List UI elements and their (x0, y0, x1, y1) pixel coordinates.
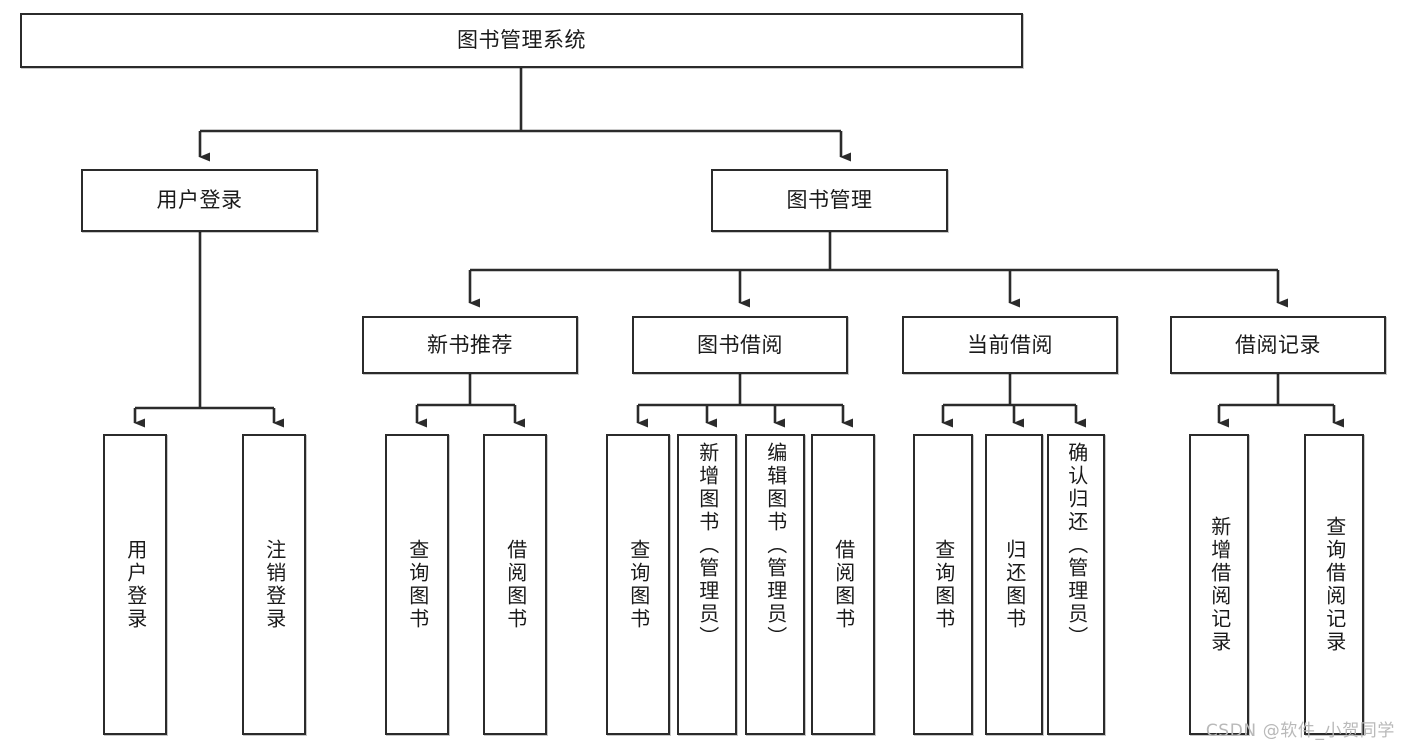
node-leaf-query-book-1[interactable]: 查询图书 (385, 434, 449, 735)
node-leaf-return-book-label: 归还图书 (1002, 538, 1027, 631)
node-new-book-recommend-label: 新书推荐 (427, 332, 513, 357)
node-book-manage-label: 图书管理 (786, 188, 873, 213)
node-root-label: 图书管理系统 (457, 28, 586, 53)
node-leaf-user-logout[interactable]: 注销登录 (242, 434, 306, 735)
node-leaf-query-book-3[interactable]: 查询图书 (913, 434, 973, 735)
node-leaf-query-book-3-label: 查询图书 (931, 538, 956, 631)
node-leaf-borrow-book-1-label: 借阅图书 (503, 538, 528, 631)
node-borrow-record[interactable]: 借阅记录 (1170, 316, 1386, 374)
node-leaf-add-book[interactable]: 新增图书（管理员） (677, 434, 737, 735)
node-leaf-confirm-return-label: 确认归还（管理员） (1064, 442, 1089, 649)
node-leaf-borrow-book-1[interactable]: 借阅图书 (483, 434, 547, 735)
node-book-borrow[interactable]: 图书借阅 (632, 316, 848, 374)
node-leaf-query-book-1-label: 查询图书 (405, 538, 430, 631)
node-user-login[interactable]: 用户登录 (81, 169, 318, 232)
node-leaf-borrow-book-2-label: 借阅图书 (831, 538, 856, 631)
node-book-borrow-label: 图书借阅 (697, 332, 783, 357)
node-borrow-record-label: 借阅记录 (1235, 332, 1321, 357)
node-leaf-query-book-2-label: 查询图书 (626, 538, 651, 631)
node-leaf-return-book[interactable]: 归还图书 (985, 434, 1043, 735)
node-leaf-confirm-return[interactable]: 确认归还（管理员） (1047, 434, 1105, 735)
node-new-book-recommend[interactable]: 新书推荐 (362, 316, 578, 374)
node-leaf-borrow-book-2[interactable]: 借阅图书 (811, 434, 875, 735)
node-leaf-query-book-2[interactable]: 查询图书 (606, 434, 670, 735)
node-root[interactable]: 图书管理系统 (20, 13, 1023, 68)
node-book-manage[interactable]: 图书管理 (711, 169, 948, 232)
node-current-borrow-label: 当前借阅 (967, 332, 1053, 357)
csdn-watermark: CSDN @软件_小贺同学 (1205, 721, 1395, 741)
node-user-login-label: 用户登录 (156, 188, 243, 213)
node-leaf-edit-book-label: 编辑图书（管理员） (763, 442, 788, 649)
node-leaf-user-login-label: 用户登录 (123, 538, 148, 631)
node-leaf-query-record[interactable]: 查询借阅记录 (1304, 434, 1364, 735)
node-leaf-query-record-label: 查询借阅记录 (1322, 515, 1347, 654)
node-leaf-user-logout-label: 注销登录 (262, 538, 287, 631)
node-current-borrow[interactable]: 当前借阅 (902, 316, 1118, 374)
node-leaf-user-login[interactable]: 用户登录 (103, 434, 167, 735)
node-leaf-add-book-label: 新增图书（管理员） (695, 442, 720, 649)
node-leaf-add-record[interactable]: 新增借阅记录 (1189, 434, 1249, 735)
node-leaf-edit-book[interactable]: 编辑图书（管理员） (745, 434, 805, 735)
node-leaf-add-record-label: 新增借阅记录 (1207, 515, 1232, 654)
